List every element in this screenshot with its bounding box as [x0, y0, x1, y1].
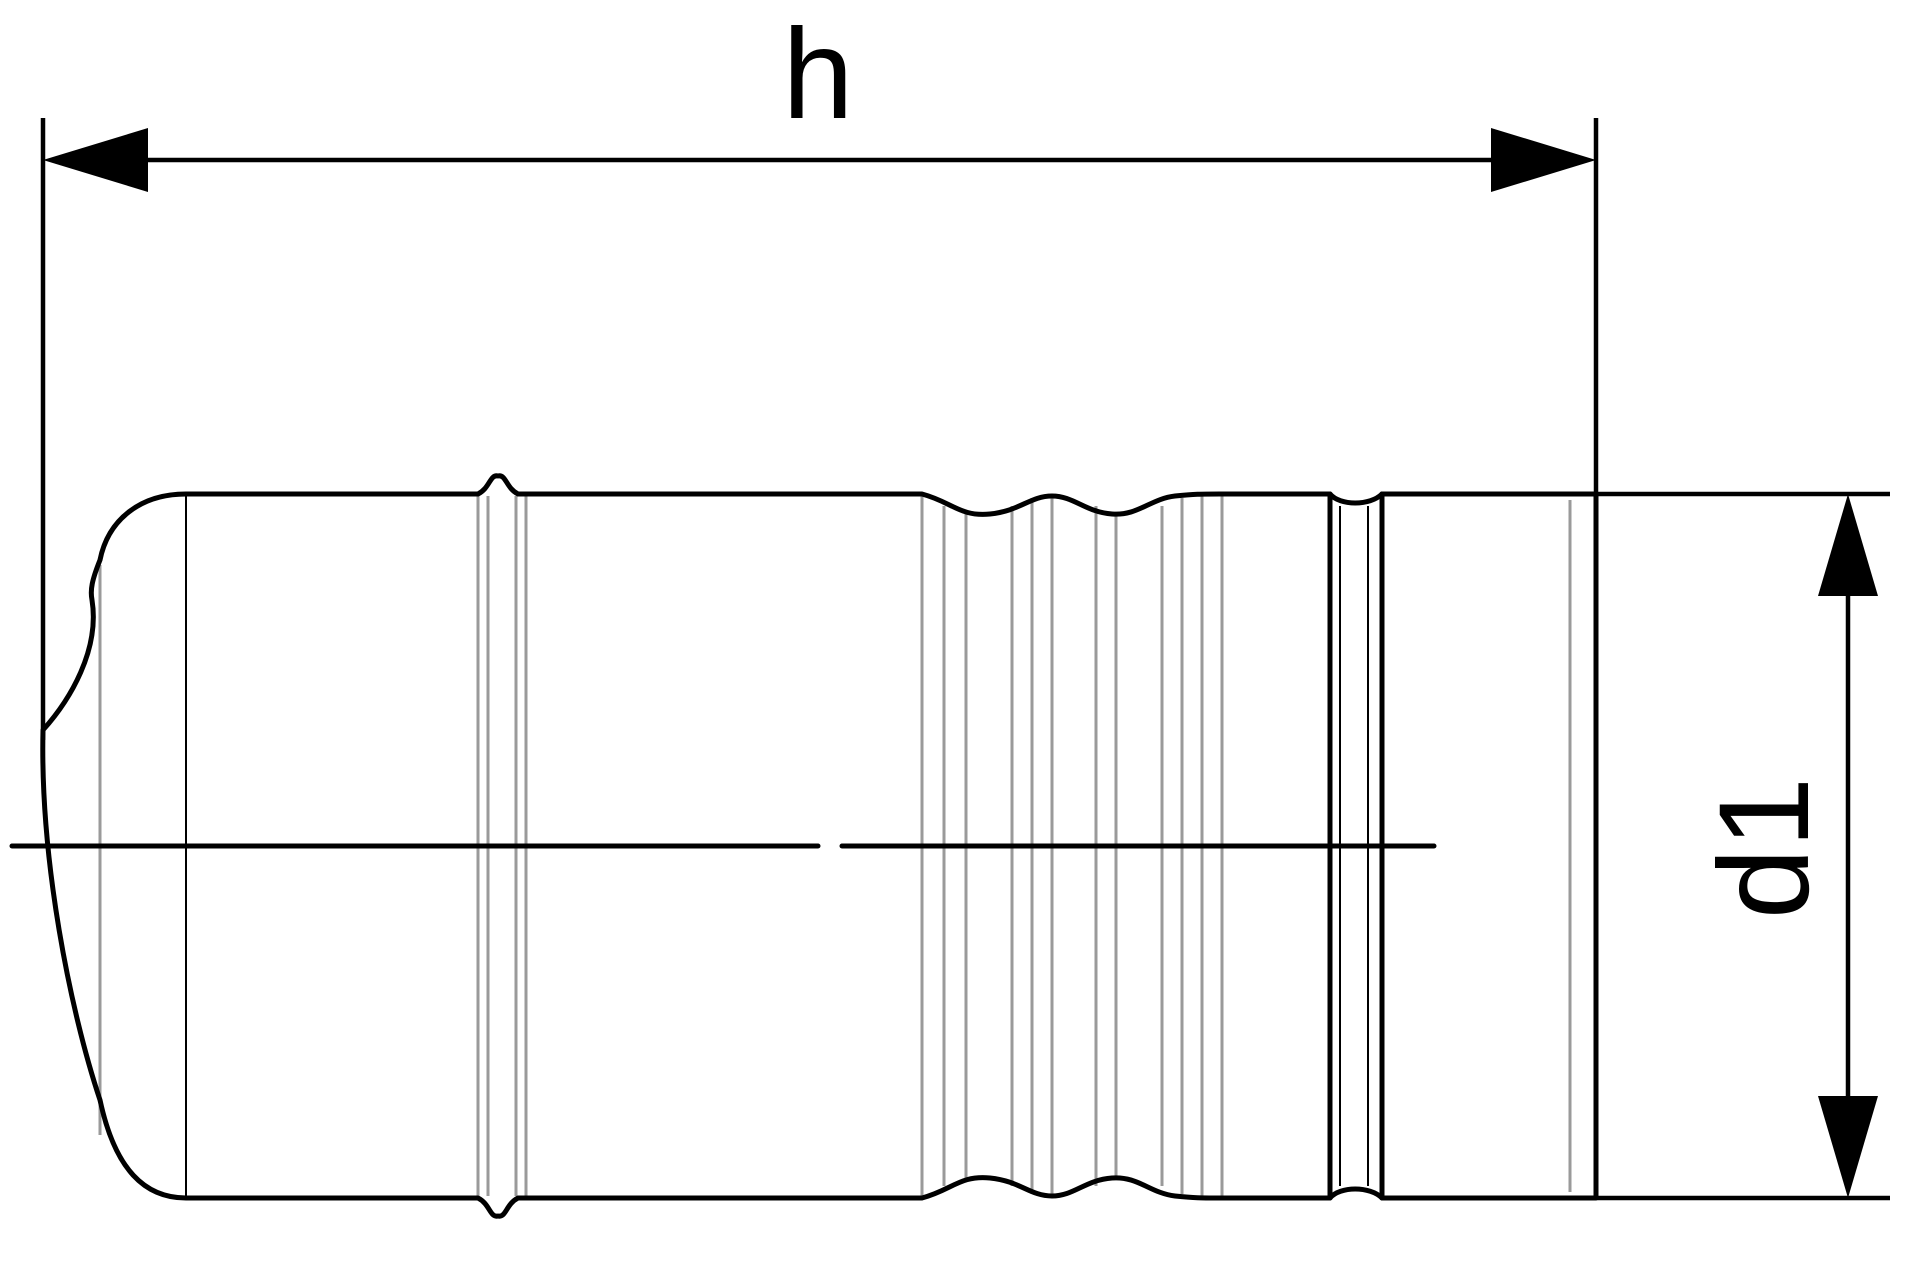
dimension-h: h — [43, 3, 1596, 192]
body-outline — [40, 473, 1333, 1219]
arrowhead-left — [43, 128, 148, 192]
dimension-d1: d1 — [1693, 494, 1878, 1198]
ring-groove-top — [1327, 491, 1385, 506]
arrowhead-bottom — [1818, 1096, 1878, 1198]
dimension-label-d1: d1 — [1693, 777, 1836, 919]
dimension-label-h: h — [782, 3, 853, 146]
arrowhead-right — [1491, 128, 1596, 192]
ring-groove-bottom — [1327, 1186, 1385, 1201]
arrowhead-top — [1818, 494, 1878, 596]
